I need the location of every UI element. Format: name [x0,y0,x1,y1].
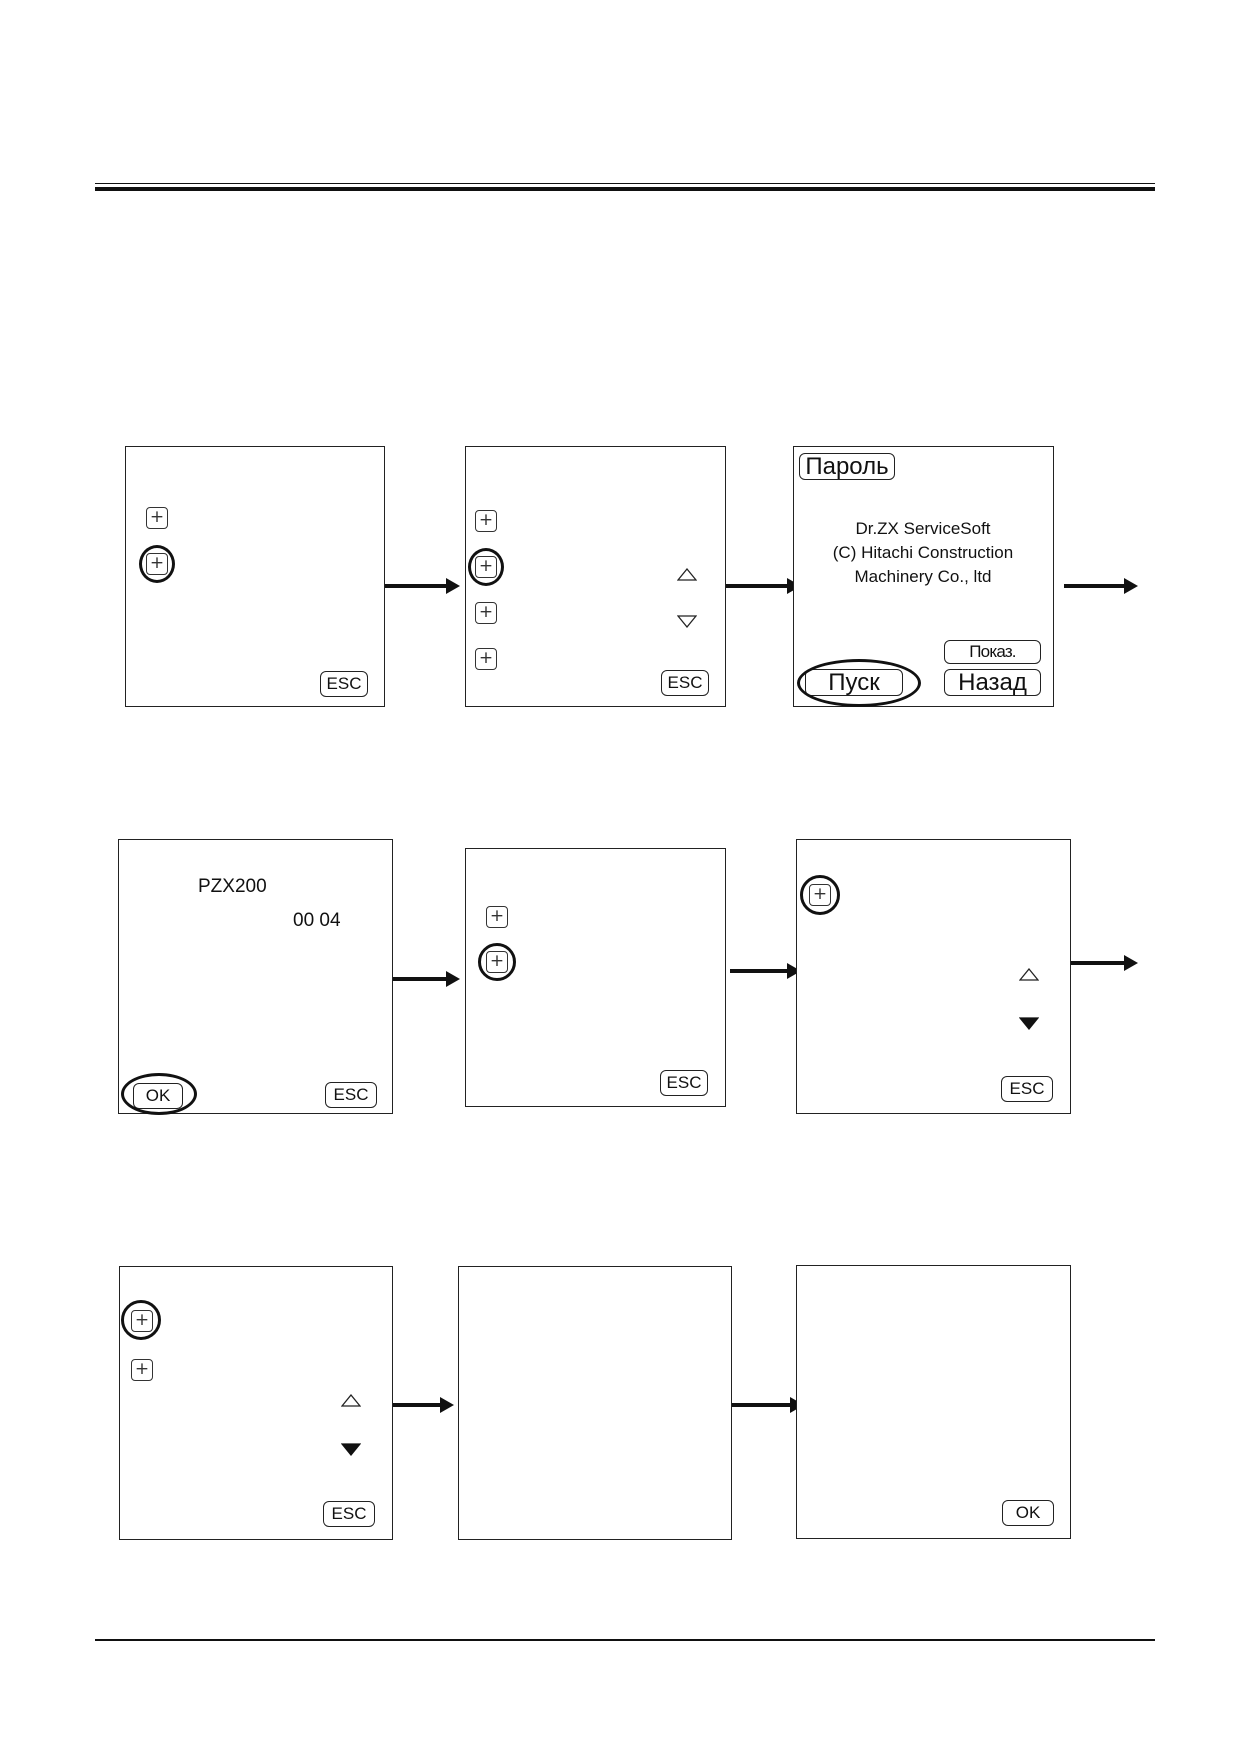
screen-9-confirm: OK [796,1265,1071,1539]
screen-1-menu: + + ESC [125,446,385,707]
footer-rule [95,1639,1155,1641]
arrow-right-icon [393,971,460,987]
highlight-circle [468,548,504,586]
esc-button[interactable]: ESC [1001,1076,1053,1102]
plus-icon[interactable]: + [475,648,497,670]
model-name: PZX200 [198,876,267,897]
arrow-right-icon [1064,578,1138,594]
esc-button[interactable]: ESC [660,1070,708,1096]
screen-5-menu: + + ESC [465,848,726,1107]
screen-6-menu: + ESC [796,839,1071,1114]
screen-7-menu: + + ESC [119,1266,393,1540]
header-rule-thick [95,187,1155,191]
highlight-circle [800,875,840,915]
screen-8-blank [458,1266,732,1540]
arrow-right-icon [730,963,801,979]
triangle-up-icon[interactable] [1019,968,1039,981]
show-record-button[interactable]: Показ. запись [944,640,1041,683]
arrow-right-icon [385,578,460,594]
password-button[interactable]: Пароль [799,453,895,480]
model-code: 00 04 [293,910,341,931]
arrow-right-icon [732,1397,804,1413]
app-name: Dr.ZX ServiceSoft [855,519,991,538]
triangle-down-icon[interactable] [341,1443,361,1456]
copyright-line: (C) Hitachi Construction [832,543,1014,562]
triangle-up-icon[interactable] [677,568,697,581]
highlight-circle [478,943,516,981]
triangle-down-icon[interactable] [1019,1017,1039,1030]
highlight-circle [121,1300,161,1340]
arrow-right-icon [1071,955,1138,971]
esc-button[interactable]: ESC [323,1501,375,1527]
plus-icon[interactable]: + [486,906,508,928]
esc-button[interactable]: ESC [325,1082,377,1108]
plus-icon[interactable]: + [475,510,497,532]
ok-button[interactable]: OK [1002,1500,1054,1526]
header-rule-thin [95,183,1155,184]
triangle-up-icon[interactable] [341,1394,361,1407]
highlight-circle [139,545,175,583]
plus-icon[interactable]: + [146,507,168,529]
screen-4-model: PZX200 00 04 OK ESC [118,839,393,1115]
esc-button[interactable]: ESC [320,671,368,697]
plus-icon[interactable]: + [131,1359,153,1381]
plus-icon[interactable]: + [475,602,497,624]
copyright-line: Machinery Co., ltd [854,567,992,586]
esc-button[interactable]: ESC [661,670,709,696]
triangle-down-icon[interactable] [677,615,697,628]
screen-3-password: Пароль Dr.ZX ServiceSoft (C) Hitachi Con… [793,446,1054,707]
arrow-right-icon [393,1397,454,1413]
screen-2-menu: + + + + ESC [465,446,726,707]
arrow-right-icon [726,578,801,594]
highlight-circle [797,659,921,707]
highlight-circle [121,1073,197,1115]
back-button[interactable]: Назад [944,669,1041,696]
